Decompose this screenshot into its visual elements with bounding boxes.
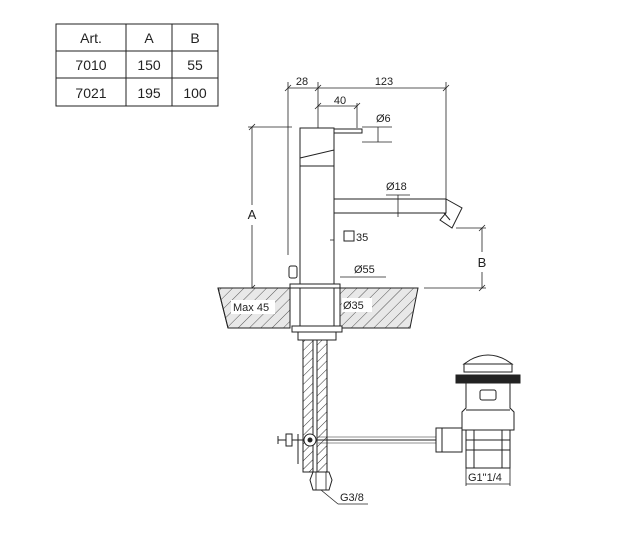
square-icon: [343, 230, 355, 242]
supply-hoses: [302, 339, 333, 491]
dim-g38-label: G3/8: [340, 492, 364, 504]
dim-max45-label: Max 45: [233, 302, 269, 314]
dim-phi18-label: Ø18: [386, 181, 407, 193]
top-dimension-lines: [284, 82, 450, 255]
drain-thread-dim: [465, 468, 511, 486]
table-cell-a-2: 195: [137, 85, 161, 101]
dim-a-label-bg: [244, 205, 260, 225]
table-header-art: Art.: [80, 30, 102, 46]
phi35-label-bg: [342, 298, 372, 312]
table-cell-art-1: 7010: [75, 57, 106, 73]
table-header-a: A: [144, 30, 154, 46]
dim-b-label-bg: [472, 252, 490, 272]
dim-123-label: 123: [375, 76, 393, 88]
dim-phi35-label: Ø35: [343, 300, 364, 312]
table-cell-b-2: 100: [183, 85, 207, 101]
g38-leader: [320, 489, 339, 505]
table-header-b: B: [190, 30, 199, 46]
dim-sq35-label: 35: [356, 232, 368, 244]
table-cell-a-1: 150: [137, 57, 161, 73]
dim-g114-label: G1"1/4: [468, 472, 502, 484]
dim-28-label: 28: [296, 76, 308, 88]
lever-diameter-dim: [362, 126, 392, 143]
dimension-table: Art. A B 7010 150 55 7021 195 100: [55, 23, 219, 107]
popup-rod: [277, 427, 463, 464]
faucet-body: [288, 127, 463, 341]
dim-b-label: B: [478, 255, 487, 270]
dim-phi6-label: Ø6: [376, 113, 391, 125]
max45-label-bg: [231, 300, 275, 314]
drain-waste: [455, 354, 521, 469]
dim-40-label: 40: [334, 95, 346, 107]
table-cell-b-1: 55: [187, 57, 203, 73]
table-cell-art-2: 7021: [75, 85, 106, 101]
dim-a-label: A: [248, 207, 257, 222]
spout-diameter-dim: [386, 194, 410, 217]
dim-phi55-label: Ø55: [354, 264, 375, 276]
